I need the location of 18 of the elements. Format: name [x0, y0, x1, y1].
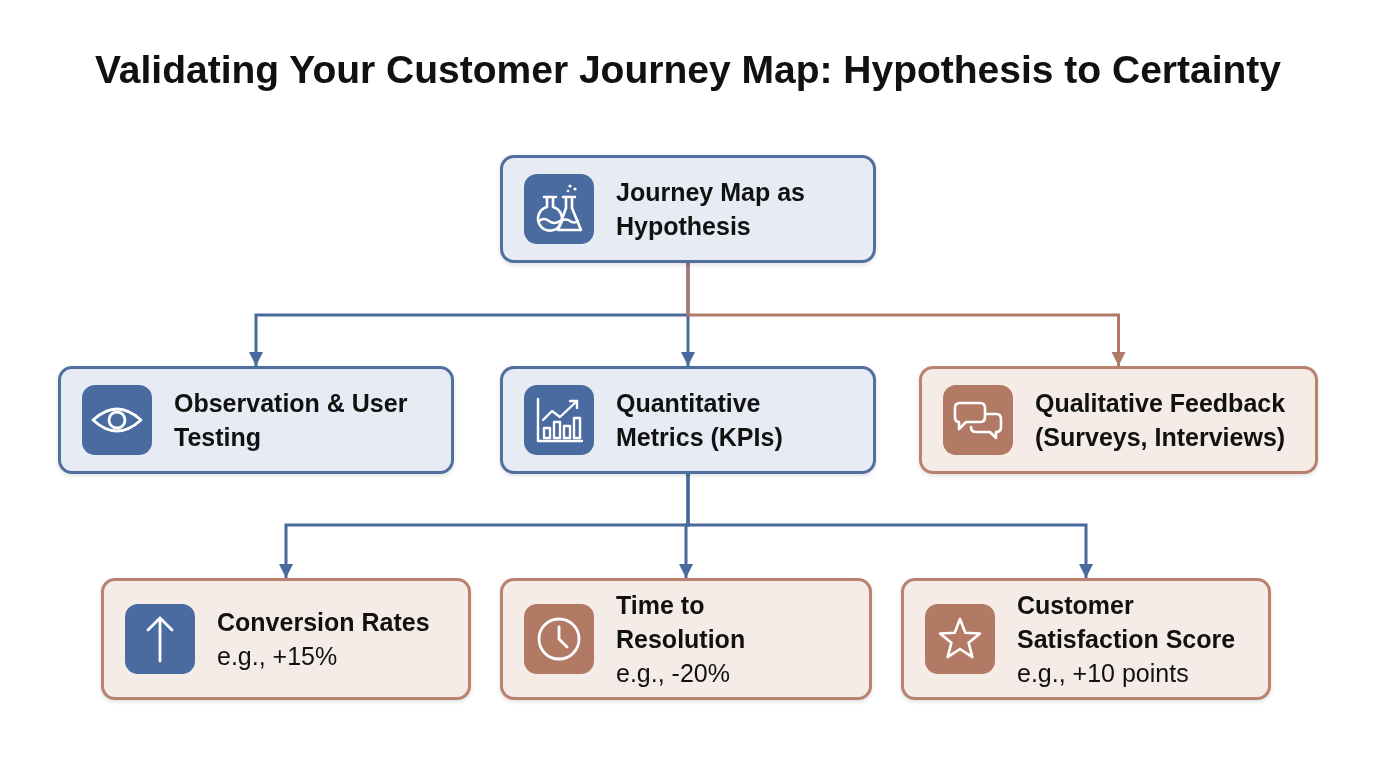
node-title: Observation & User Testing [174, 388, 409, 453]
diagram-title: Validating Your Customer Journey Map: Hypothesis to Certainty [93, 47, 1283, 93]
node-title: Journey Map as Hypothesis [616, 177, 806, 242]
node-detail: e.g., +15% [217, 641, 339, 672]
connector-arrow [686, 474, 1093, 578]
node-detail: e.g., +10 points [1017, 658, 1190, 689]
node-title: Conversion Rates [217, 607, 430, 638]
process-box [101, 578, 471, 700]
node-title: Qualitative Feedback (Surveys, Interviews) [1035, 388, 1287, 453]
node-detail: e.g., -20% [616, 658, 731, 689]
process-box [500, 155, 876, 263]
process-box [58, 366, 454, 474]
process-box [919, 366, 1318, 474]
process-box [901, 578, 1271, 700]
node-title: Quantitative Metrics (KPIs) [616, 388, 784, 453]
process-box [500, 578, 872, 700]
process-box [500, 366, 876, 474]
connector-arrow [686, 263, 1126, 366]
